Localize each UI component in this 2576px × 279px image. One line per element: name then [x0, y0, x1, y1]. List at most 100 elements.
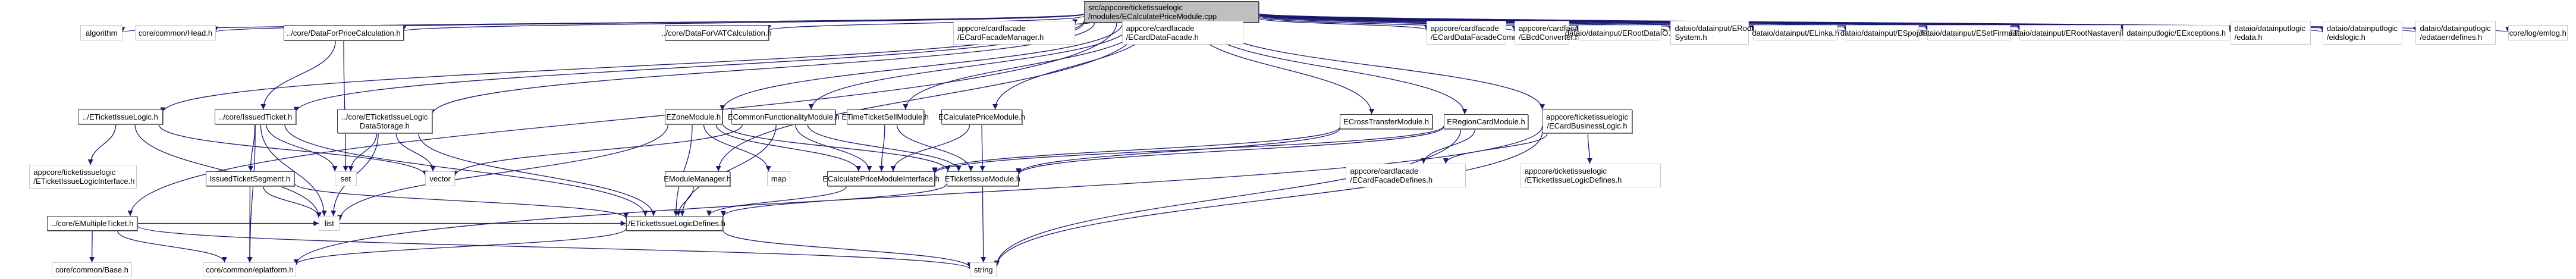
edge-root-to-zone [720, 22, 1123, 111]
edge-segment-to-tildef [294, 183, 629, 219]
node-exceptions: datainputlogic/EExceptions.h [2123, 25, 2230, 40]
node-label: ETimeTicketSellModule.h [841, 112, 929, 121]
edge-zone-to-list [337, 124, 669, 221]
node-timesell[interactable]: ETimeTicketSellModule.h [841, 109, 929, 124]
node-head: core/common/Head.h [135, 25, 216, 40]
node-roottarif: dataio/datainput/ERootTarifny System.h [1670, 21, 1776, 45]
edge-root-to-modmgr [715, 22, 1142, 172]
node-label: ../ETicketIssueLogic.h [83, 112, 158, 121]
node-eplatform: core/common/eplatform.h [203, 262, 297, 277]
edge-multi-to-string [137, 225, 973, 269]
node-storage[interactable]: ../core/ETicketIssueLogic DataStorage.h [337, 109, 432, 133]
node-label: dataio/datainputlogic /eidslogic.h [2326, 24, 2398, 42]
node-label: algorithm [85, 28, 118, 37]
edge-storage-to-set [348, 133, 378, 172]
edge-multi-to-eplatform [117, 230, 227, 263]
node-label: ../core/ETicketIssueLogic DataStorage.h [341, 112, 428, 130]
node-cdf: appcore/cardfacade /ECardDataFacade.h [1121, 21, 1244, 45]
node-label: core/log/emlog.h [2509, 28, 2566, 37]
node-label: core/common/eplatform.h [206, 265, 294, 274]
edge-segment-to-list [263, 186, 322, 218]
node-label: EZoneModule.h [666, 112, 721, 121]
node-etilif: appcore/ticketissuelogic /ETicketIssueLo… [29, 165, 137, 189]
node-tildef[interactable]: ../ETicketIssueLogicDefines.h [624, 216, 725, 231]
node-set: set [335, 171, 357, 186]
edge-issued-to-eplatform [247, 124, 256, 263]
node-label: ECalculatePriceModuleInterface.h [822, 174, 940, 183]
edge-root-to-dfpc [401, 14, 1085, 32]
node-string: string [970, 262, 997, 277]
node-map: map [766, 171, 791, 186]
node-label: appcore/cardfacade /ECardFacadeManager.h [957, 24, 1044, 42]
edge-etil-to-vector [158, 124, 428, 176]
node-label: dataio/datainputlogic /edataerrdefines.h [2420, 24, 2491, 42]
node-modmgr[interactable]: EModuleManager.h [664, 171, 731, 186]
edge-zone-to-tildef [673, 124, 693, 217]
node-regioncard[interactable]: ERegionCardModule.h [1444, 114, 1528, 129]
edge-cardbl-to-tildef_ext [1587, 133, 1592, 164]
node-label: appcore/cardfacade /EBcdConverter.h [1518, 24, 1587, 42]
node-dfvat[interactable]: ../core/DataForVATCalculation.h [661, 25, 772, 40]
node-label: appcore/ticketissuelogic /ECardBusinessL… [1546, 112, 1629, 130]
node-label: dataio/datainputlogic /edata.h [2234, 24, 2305, 42]
edge-regioncard-to-string [994, 128, 1462, 266]
node-emlog: core/log/emlog.h [2508, 25, 2568, 40]
edge-storage-to-vector [395, 133, 436, 172]
node-label: ECrossTransferModule.h [1343, 117, 1430, 126]
node-spoj: dataio/datainput/ESpoj.h [1840, 25, 1925, 40]
node-label: ../core/DataForPriceCalculation.h [287, 28, 401, 37]
node-label: dataio/datainput/ESetFirma.h [1918, 28, 2019, 37]
node-label: core/common/Head.h [138, 28, 213, 37]
edge-etil-to-list [134, 124, 322, 218]
edge-issued-to-segment [248, 124, 256, 172]
node-root[interactable]: src/appcore/ticketissuelogic /modules/EC… [1084, 1, 1259, 23]
edge-storage-to-tildef [418, 133, 656, 217]
node-tim[interactable]: ETicketIssueModule.h [944, 171, 1021, 186]
node-cpmi[interactable]: ECalculatePriceModuleInterface.h [822, 171, 940, 186]
node-label: core/common/Base.h [55, 265, 128, 274]
node-label: list [324, 219, 334, 228]
edge-dfpc-to-issued [260, 40, 336, 110]
edge-cardbl-to-cfdef [1443, 133, 1548, 164]
edge-root-to-cdfc [1258, 17, 1430, 30]
node-dfpc[interactable]: ../core/DataForPriceCalculation.h [283, 25, 404, 40]
node-issued[interactable]: ../core/IssuedTicket.h [215, 109, 297, 124]
node-cfmgr: appcore/cardfacade /ECardFacadeManager.h [953, 21, 1075, 45]
node-segment[interactable]: IssuedTicketSegment.h [205, 171, 295, 186]
edge-calcprice-to-cpmi [890, 124, 970, 172]
edge-cardbl-to-eplatform [293, 126, 1543, 265]
node-setfirma: dataio/datainput/ESetFirma.h [1919, 25, 2019, 40]
edge-root-to-head [213, 13, 1085, 33]
node-etil[interactable]: ../ETicketIssueLogic.h [78, 109, 163, 124]
edge-tim-to-string [981, 186, 987, 263]
node-label: dataio/datainput/ELinka.h [1752, 28, 1840, 37]
node-label: ../core/IssuedTicket.h [219, 112, 293, 121]
edge-tildef-to-string [722, 230, 973, 268]
node-cdfc: appcore/cardfacade /ECardDataFacadeCommo… [1426, 21, 1535, 45]
node-crosstr[interactable]: ECrossTransferModule.h [1340, 114, 1432, 129]
node-label: appcore/cardfacade /ECardDataFacade.h [1126, 24, 1199, 42]
node-label: appcore/ticketissuelogic /ETicketIssueLo… [33, 168, 135, 186]
node-cardbl[interactable]: appcore/ticketissuelogic /ECardBusinessL… [1542, 109, 1632, 133]
node-label: dataio/datainput/ERootDataIO.h [1565, 28, 1675, 37]
edge-modmgr-to-tildef [676, 186, 694, 217]
node-label: EModuleManager.h [664, 174, 731, 183]
node-rootnast: dataio/datainput/ERootNastavenia.h [2009, 25, 2132, 40]
edge-tim-to-tildef [720, 184, 947, 217]
node-vector: vector [425, 171, 455, 186]
node-commonfn[interactable]: ECommonFunctionalityModule.h [728, 109, 840, 124]
node-multi[interactable]: ../core/EMultipleTicket.h [47, 216, 138, 231]
edge-etil-to-etilif [87, 124, 117, 165]
node-label: string [973, 265, 993, 274]
node-label: map [771, 174, 787, 183]
node-zone[interactable]: EZoneModule.h [664, 109, 722, 124]
node-label: dataio/datainput/ERootNastavenia.h [2008, 28, 2132, 37]
node-label: ETicketIssueModule.h [944, 174, 1021, 183]
node-edata: dataio/datainputlogic /edata.h [2230, 21, 2311, 45]
edge-issued-to-tildef [284, 124, 648, 217]
node-calcprice[interactable]: ECalculatePriceModule.h [938, 109, 1025, 124]
node-label: appcore/ticketissuelogic /ETicketIssueLo… [1524, 167, 1622, 184]
node-label: set [340, 174, 351, 183]
